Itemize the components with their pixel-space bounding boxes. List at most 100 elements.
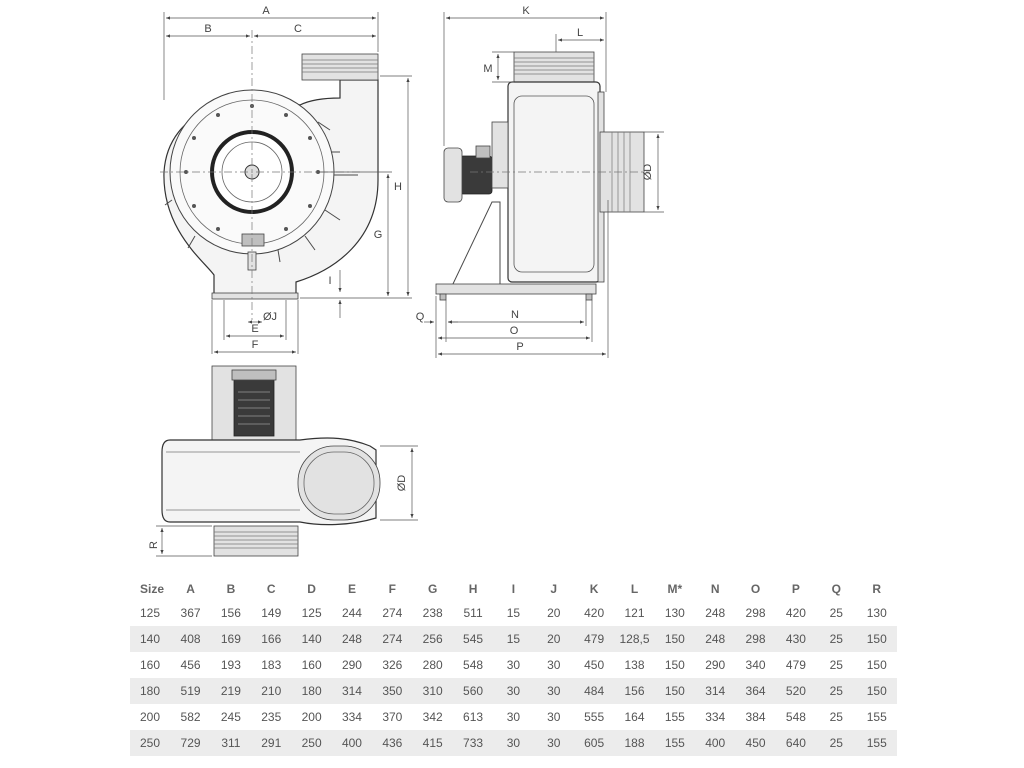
motor-terminal-box [475, 145, 491, 159]
table-cell: 138 [624, 658, 645, 672]
side-base [435, 283, 597, 295]
table-cell: 155 [664, 710, 685, 724]
table-cell: 274 [372, 626, 413, 652]
dim-label-F: F [252, 339, 259, 351]
column-header: P [791, 582, 800, 596]
column-header: Q [831, 582, 841, 596]
table-cell: 370 [382, 710, 403, 724]
table-cell: 25 [829, 606, 843, 620]
table-cell: 20 [547, 606, 561, 620]
table-cell: 250 [130, 730, 171, 756]
table-cell: 156 [614, 678, 655, 704]
table-cell: 25 [829, 710, 843, 724]
table-cell: 314 [695, 678, 736, 704]
column-header: Size [140, 582, 165, 596]
table-cell: 150 [654, 678, 696, 704]
table-cell: 25 [816, 626, 857, 652]
dim-label-Q: Q [416, 311, 425, 323]
table-cell: 548 [785, 710, 806, 724]
table-cell: 408 [170, 626, 211, 652]
table-cell: 30 [533, 730, 574, 756]
table-cell: 130 [664, 606, 685, 620]
table-cell: 30 [506, 710, 521, 724]
table-cell: 180 [130, 678, 171, 704]
column-header: D [307, 582, 316, 596]
column-header: M* [667, 582, 683, 596]
table-cell: 188 [614, 730, 655, 756]
dim-label-K: K [522, 5, 530, 17]
column-header: I [511, 582, 516, 596]
table-cell: 364 [735, 678, 776, 704]
column-header: K [589, 582, 599, 596]
table-cell: 298 [735, 626, 776, 652]
table-cell: 310 [412, 678, 453, 704]
table-cell: 456 [180, 658, 201, 672]
table-cell: 548 [463, 658, 484, 672]
table-cell: 450 [584, 658, 605, 672]
table-cell: 311 [210, 730, 252, 756]
table-cell: 166 [251, 626, 292, 652]
dim-label-A: A [262, 5, 270, 17]
table-cell: 30 [493, 678, 534, 704]
table-cell: 150 [664, 658, 685, 672]
table-cell: 245 [220, 710, 241, 724]
table-cell: 130 [866, 606, 887, 620]
side-view: K L M ØD Q N O P [416, 5, 664, 358]
table-cell: 326 [382, 658, 403, 672]
table-cell: 244 [341, 606, 362, 620]
table-cell: 436 [372, 730, 413, 756]
table-cell: 290 [341, 658, 362, 672]
table-cell: 274 [382, 606, 403, 620]
top-inlet-spigot [213, 525, 299, 557]
table-cell: 200 [301, 710, 322, 724]
table-cell: 640 [775, 730, 817, 756]
column-header: J [550, 582, 558, 596]
table-cell: 20 [533, 626, 574, 652]
table-cell: 479 [573, 626, 615, 652]
table-cell: 291 [251, 730, 292, 756]
dim-label-R: R [148, 541, 160, 549]
table-cell: 314 [331, 678, 373, 704]
dim-label-D-side: ØD [642, 164, 654, 181]
table-cell: 256 [412, 626, 453, 652]
column-header: E [347, 582, 356, 596]
table-cell: 430 [775, 626, 817, 652]
table-cell: 169 [210, 626, 252, 652]
table-cell: 415 [412, 730, 453, 756]
column-header: H [468, 582, 478, 596]
table-cell: 183 [261, 658, 282, 672]
column-header: R [872, 582, 882, 596]
column-header: L [630, 582, 639, 596]
motor-mount [491, 121, 509, 189]
table-cell: 160 [140, 658, 161, 672]
table-cell: 342 [422, 710, 443, 724]
table-cell: 25 [829, 658, 843, 672]
table-cell: 400 [695, 730, 736, 756]
table-cell: 150 [856, 626, 897, 652]
dim-label-N: N [511, 309, 519, 321]
dim-label-P: P [516, 341, 523, 353]
table-cell: 155 [866, 710, 887, 724]
dim-label-C: C [294, 23, 302, 35]
column-header: B [226, 582, 236, 596]
table-cell: 150 [866, 658, 887, 672]
column-header: N [710, 582, 720, 596]
table-cell: 367 [180, 606, 201, 620]
table-cell: 156 [220, 606, 241, 620]
table-cell: 30 [533, 678, 574, 704]
side-housing [507, 81, 601, 283]
dim-label-M: M [483, 63, 492, 75]
table-cell: 121 [624, 606, 645, 620]
table-cell: 520 [775, 678, 817, 704]
table-cell: 180 [291, 678, 332, 704]
table-cell: 15 [493, 626, 534, 652]
table-cell: 155 [856, 730, 897, 756]
table-cell: 334 [705, 710, 726, 724]
table-cell: 155 [654, 730, 696, 756]
